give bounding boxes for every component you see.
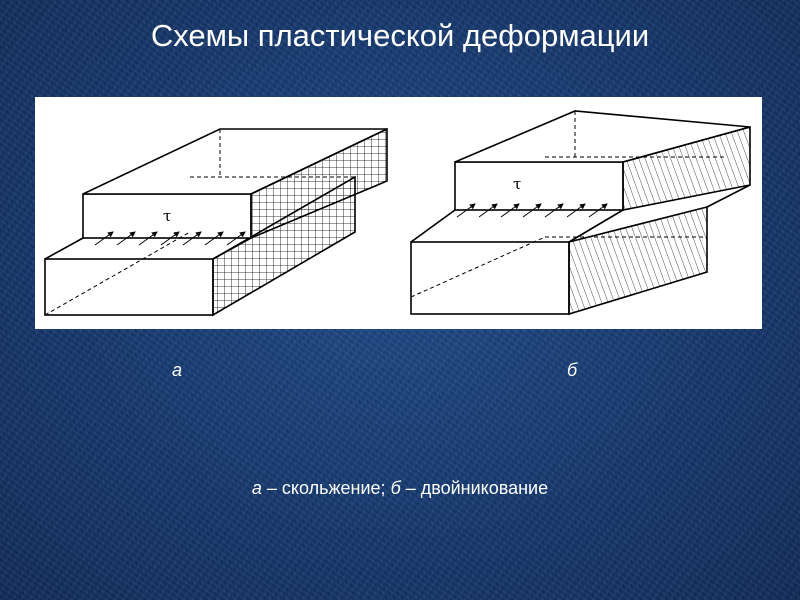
deformation-diagram: τ <box>44 110 751 317</box>
caption-letter-b: б <box>390 478 401 498</box>
slip-diagram <box>44 127 388 317</box>
figure-panel: τ <box>35 97 762 329</box>
figure-label-b: б <box>567 360 578 380</box>
tau-symbol-a: τ <box>163 207 171 225</box>
caption-text-b: – двойникование <box>400 478 549 498</box>
figure-label-a: а <box>172 360 183 380</box>
caption-letter-a: а <box>251 478 262 498</box>
tau-symbol-b: τ <box>513 175 521 193</box>
slide-title: Схемы пластической деформации <box>150 18 650 53</box>
caption-text-a: – скольжение; <box>261 478 391 498</box>
twinning-diagram <box>410 110 751 316</box>
figure-caption: а – скольжение; б – двойникование <box>0 478 800 499</box>
